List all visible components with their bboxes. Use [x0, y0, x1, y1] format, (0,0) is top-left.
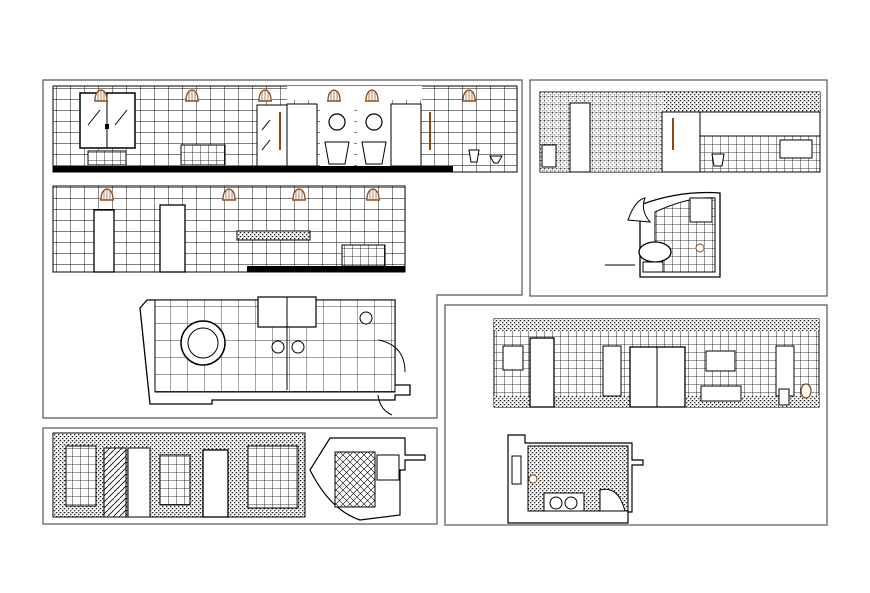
window-icon	[79, 92, 136, 149]
elevation-4	[493, 318, 820, 408]
door-icon	[569, 102, 591, 173]
floor-plan-4	[309, 437, 426, 521]
glass-panel	[390, 103, 422, 167]
floor-plan-2	[605, 191, 721, 278]
sink-icon	[357, 100, 391, 166]
jacuzzi-icon	[180, 320, 226, 366]
door-icon	[202, 449, 229, 518]
bathtub-icon	[638, 241, 672, 263]
toilet-icon	[695, 243, 705, 253]
radiator-icon	[87, 150, 127, 166]
toilet-icon	[359, 311, 373, 325]
elevation-2	[52, 185, 406, 273]
elevation-3	[539, 91, 821, 173]
elevation-5	[52, 432, 306, 518]
floor-plan-1	[139, 296, 411, 416]
sheet-frame-bottom-right	[444, 304, 828, 526]
sink-icon	[320, 100, 354, 166]
glass-panel	[286, 103, 318, 167]
door-icon	[159, 204, 186, 273]
sink-icon	[779, 139, 813, 159]
shower-icon	[629, 346, 686, 408]
double-sink-icon	[700, 385, 742, 402]
sheet-frame-main	[42, 79, 523, 419]
toilet-icon	[711, 153, 725, 167]
shower-icon	[661, 111, 701, 173]
floor-plan-3	[507, 434, 644, 524]
door-icon	[93, 209, 115, 273]
door-swing	[377, 339, 406, 373]
shower-icon	[256, 104, 288, 167]
sheet-frame-bottom-left	[42, 427, 438, 525]
toilet-icon	[489, 155, 503, 164]
mirror-icon	[705, 350, 736, 372]
radiator-icon	[341, 244, 386, 267]
toilet-icon	[778, 388, 790, 406]
sink-icon	[271, 340, 285, 354]
sink-icon	[291, 340, 305, 354]
mosaic-strip	[236, 230, 311, 241]
toilet-icon	[468, 149, 480, 163]
door-icon	[529, 337, 555, 408]
radiator-icon	[180, 144, 226, 166]
sheet-frame-top-right	[529, 79, 828, 297]
elevation-1	[52, 85, 518, 173]
door-swing	[377, 394, 393, 416]
sink-icon	[564, 496, 578, 510]
shelf-icon	[159, 454, 191, 506]
sink-icon	[549, 496, 563, 510]
shower-icon	[599, 488, 626, 512]
